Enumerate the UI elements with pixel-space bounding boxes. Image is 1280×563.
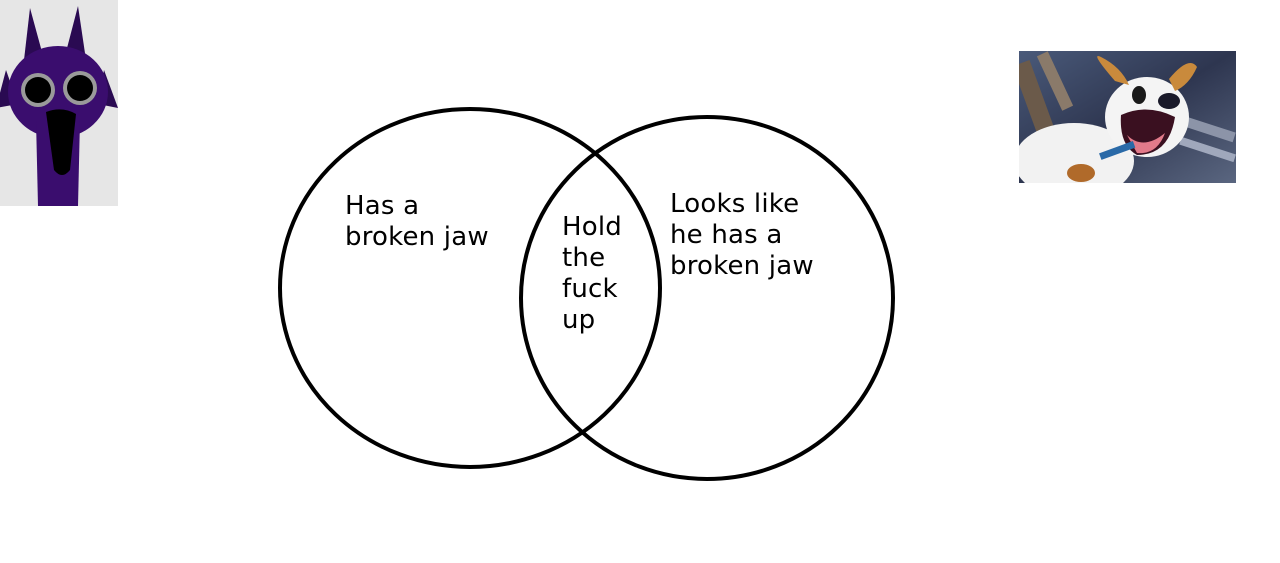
right-set-circle <box>519 115 895 481</box>
purple-creature-image <box>0 0 118 206</box>
left-set-label: Has a broken jaw <box>345 191 489 252</box>
left-set-circle <box>278 107 662 469</box>
screaming-dog-image <box>1019 51 1236 183</box>
right-set-label: Looks like he has a broken jaw <box>670 189 814 281</box>
screaming-dog-illustration <box>1019 51 1236 183</box>
intersection-label: Hold the fuck up <box>562 212 622 335</box>
purple-creature-illustration <box>0 0 118 206</box>
